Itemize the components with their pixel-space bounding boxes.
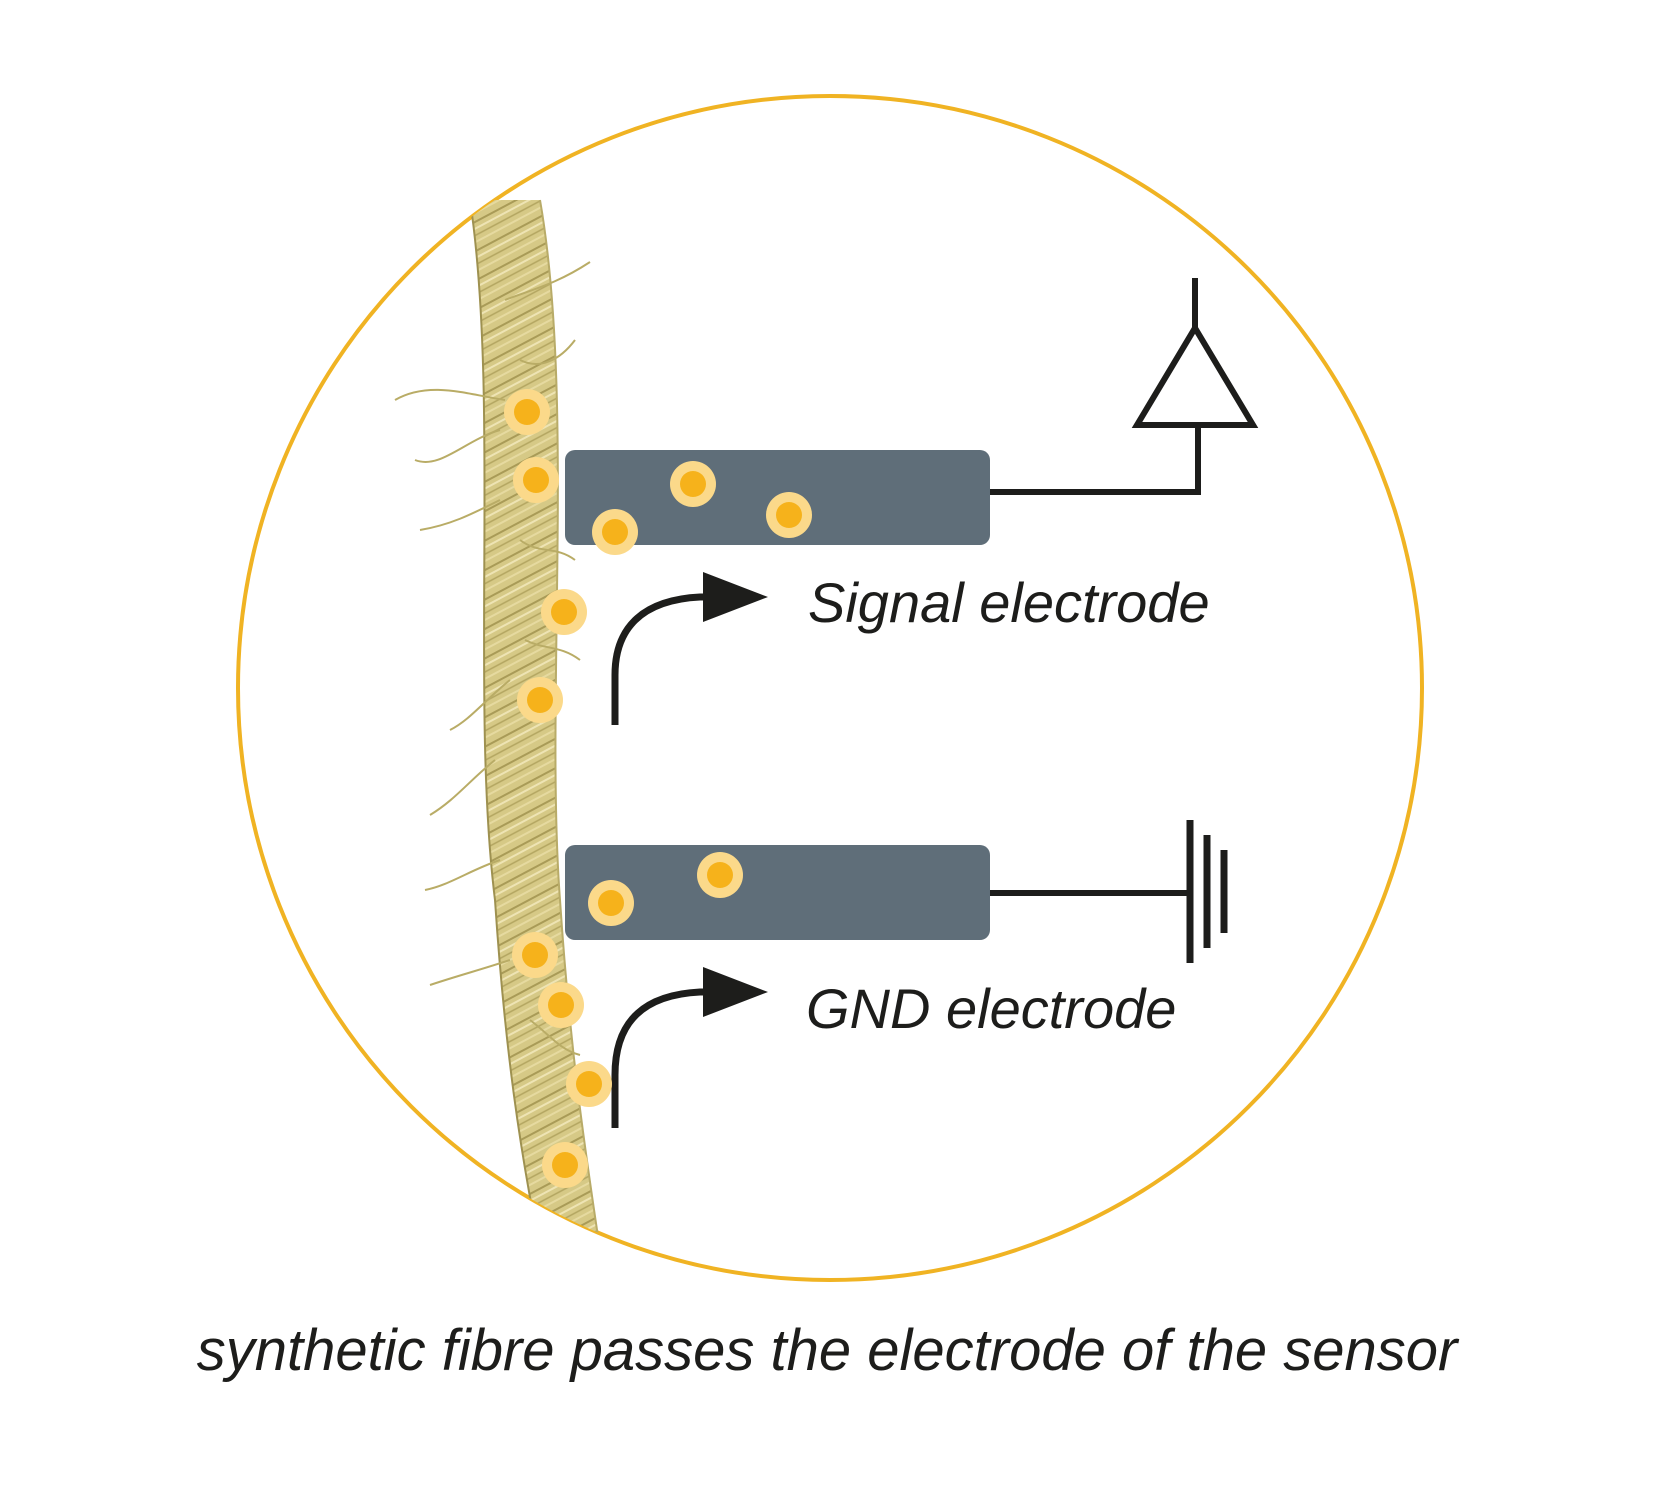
- charge-particle: [766, 492, 812, 538]
- charge-particle: [504, 389, 550, 435]
- ground-symbol-icon: [1186, 820, 1228, 963]
- amplifier-triangle-icon: [1131, 322, 1259, 428]
- diagram-caption: synthetic fibre passes the electrode of …: [197, 1318, 1460, 1383]
- charge-particle: [588, 880, 634, 926]
- charge-particle: [517, 677, 563, 723]
- arrow-head: [703, 572, 768, 622]
- gnd-electrode-label: GND electrode: [806, 977, 1176, 1040]
- magnifier-circle: [236, 94, 1424, 1282]
- charge-particle: [513, 457, 559, 503]
- signal-electrode-label: Signal electrode: [808, 571, 1210, 634]
- charge-particle: [538, 982, 584, 1028]
- curved-arrow-icon: [611, 593, 710, 725]
- signal-wire: [990, 425, 1201, 495]
- charge-particle: [670, 461, 716, 507]
- charge-particle: [512, 932, 558, 978]
- curved-arrow-icon: [611, 988, 710, 1128]
- charge-particle: [566, 1061, 612, 1107]
- charge-particle: [542, 1142, 588, 1188]
- charge-particle: [592, 509, 638, 555]
- arrow-head: [703, 967, 768, 1017]
- gnd-electrode: [565, 845, 990, 940]
- charge-particle: [541, 589, 587, 635]
- synthetic-fibre: [394, 199, 601, 1251]
- charge-particles: [504, 389, 812, 1188]
- charge-particle: [697, 852, 743, 898]
